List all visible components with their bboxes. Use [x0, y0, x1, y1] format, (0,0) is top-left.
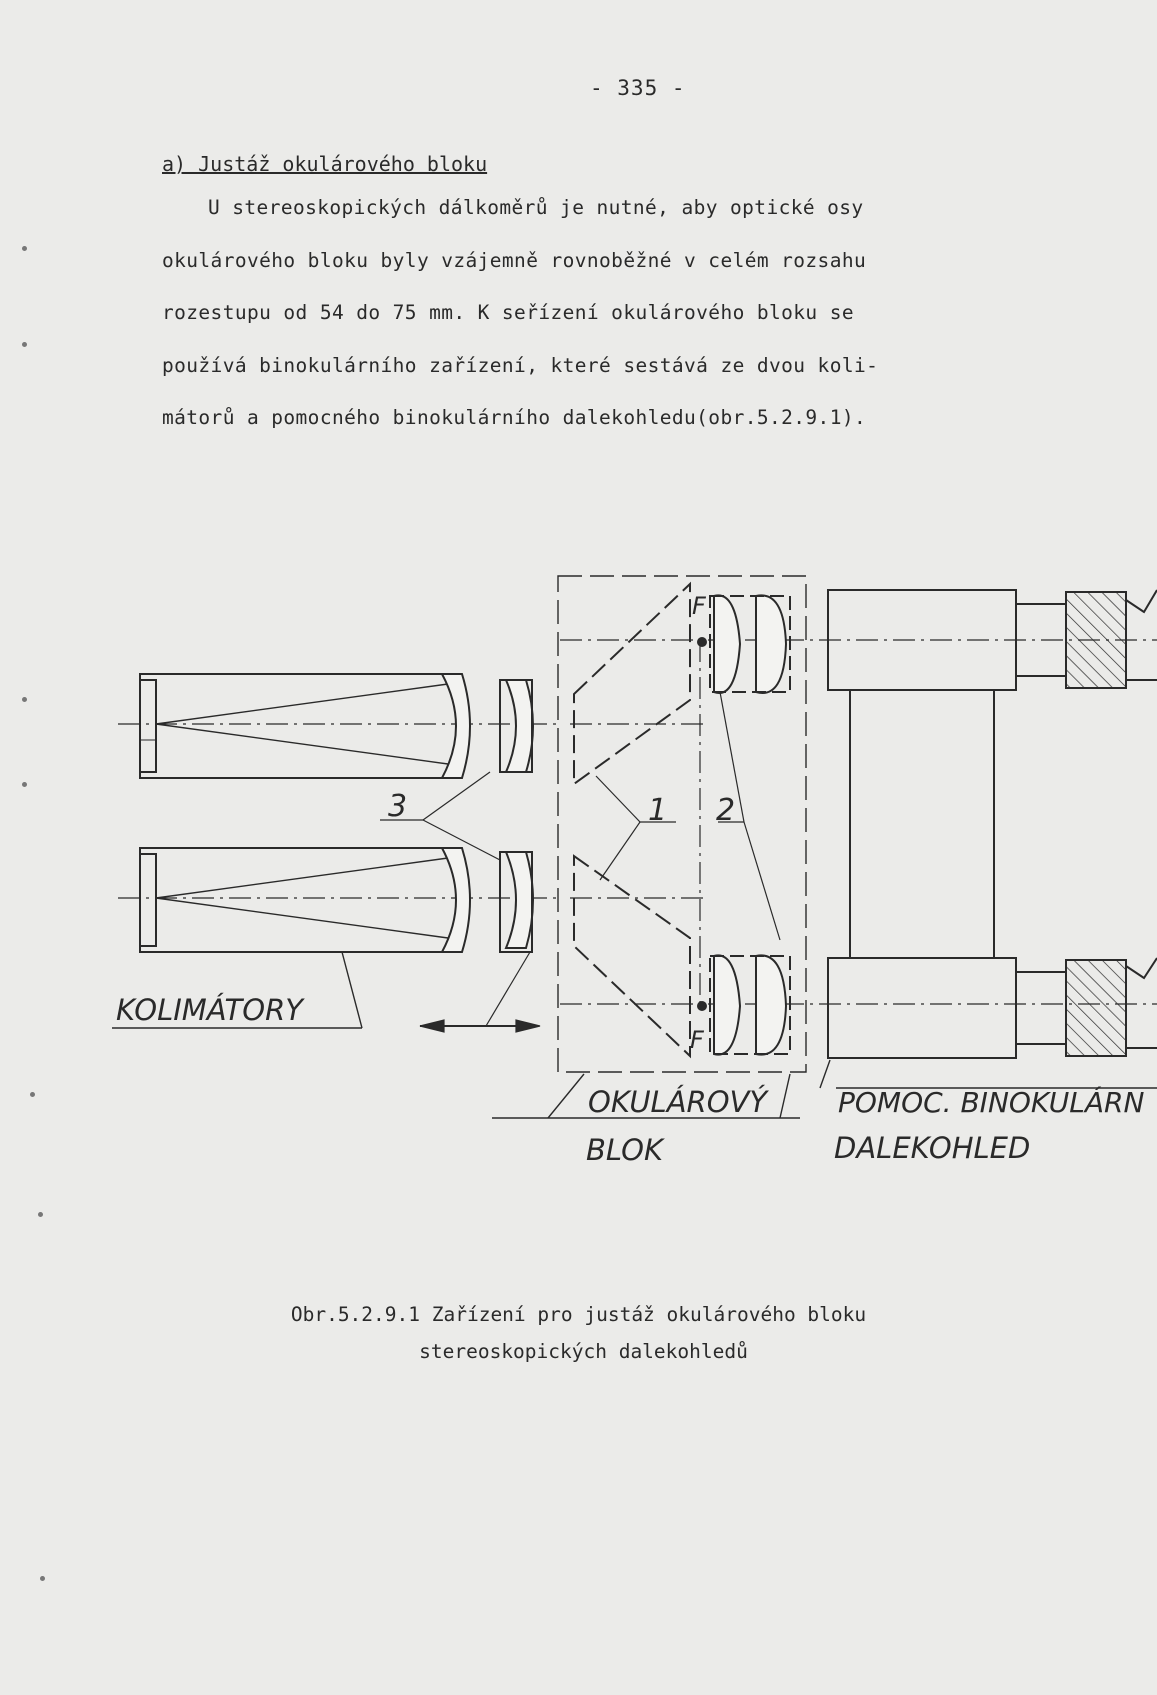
label-focus-top: F	[692, 592, 707, 620]
punch-hole-mark	[38, 1212, 43, 1217]
label-dalekohled: DALEKOHLED	[834, 1131, 1030, 1165]
section-heading: a) Justáž okulárového bloku	[162, 152, 488, 176]
label-number-2: 2	[716, 793, 735, 828]
paragraph-line: okulárového bloku byly vzájemně rovnoběž…	[162, 248, 867, 272]
figure-caption: Obr.5.2.9.1 Zařízení pro justáž okulárov…	[0, 1296, 1157, 1370]
optical-setup-diagram: KOLIMÁTORY OKULÁROVÝ BLOK POMOC. BINOKUL…	[112, 575, 1157, 1167]
eyepiece-block	[492, 575, 807, 1119]
auxiliary-binocular-telescope	[819, 589, 1157, 1089]
label-number-3: 3	[388, 789, 407, 824]
label-focus-bottom: F	[690, 1026, 705, 1054]
collimator-upper	[139, 673, 534, 779]
leader-lines-3	[380, 771, 541, 1033]
punch-hole-mark	[22, 782, 27, 787]
label-kolimatory: KOLIMÁTORY	[116, 993, 305, 1027]
page-number: - 335 -	[590, 76, 686, 100]
punch-hole-mark	[22, 342, 27, 347]
punch-hole-mark	[40, 1576, 45, 1581]
kolimatory-label-line	[112, 951, 363, 1029]
punch-hole-mark	[22, 246, 27, 251]
paragraph-line: rozestupu od 54 do 75 mm. K seřízení oku…	[162, 301, 854, 324]
punch-hole-mark	[22, 697, 27, 702]
label-okularovy: OKULÁROVÝ	[588, 1085, 769, 1119]
collimator-lower	[139, 847, 534, 953]
caption-line-2: stereoskopických dalekohledů	[419, 1340, 748, 1363]
label-number-1: 1	[648, 793, 667, 828]
paragraph-line: mátorů a pomocného binokulárního dalekoh…	[162, 406, 867, 429]
optical-axis-lines	[118, 639, 1157, 1005]
paragraph-line: U stereoskopických dálkoměrů je nutné, a…	[208, 196, 864, 219]
caption-line-1: Obr.5.2.9.1 Zařízení pro justáž okulárov…	[290, 1303, 867, 1326]
label-pomoc-binokularni: POMOC. BINOKULÁRN	[838, 1085, 1144, 1119]
label-blok: BLOK	[586, 1133, 665, 1167]
body-paragraph: U stereoskopických dálkoměrů je nutné, a…	[162, 196, 1092, 459]
paragraph-line: používá binokulárního zařízení, které se…	[162, 353, 879, 377]
punch-hole-mark	[30, 1092, 35, 1097]
